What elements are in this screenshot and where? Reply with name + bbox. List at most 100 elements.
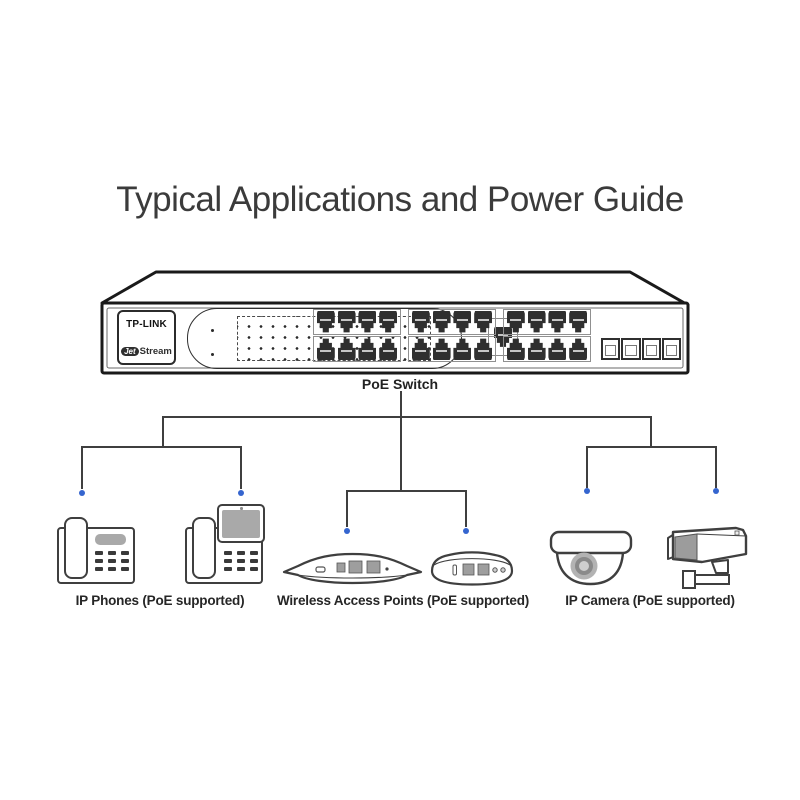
rj45-port [337, 311, 356, 333]
connector-line [81, 446, 83, 489]
poe-port-row [313, 309, 401, 335]
jetstream-prefix: Jet [121, 347, 139, 356]
poe-endpoint-dot [463, 528, 469, 534]
rj45-port [507, 338, 525, 360]
phone-key [121, 559, 129, 563]
sfp-cage [601, 338, 681, 360]
connector-line [346, 490, 467, 492]
rj45-port [506, 311, 525, 333]
rj45-port [338, 338, 356, 360]
phone-key [224, 551, 232, 555]
led-dot [211, 329, 214, 332]
rj45-port [316, 311, 335, 333]
rj45-port [528, 338, 546, 360]
rj45-port [432, 311, 451, 333]
phone-handset [192, 517, 216, 579]
group-label-wireless-aps: Wireless Access Points (PoE supported) [276, 593, 530, 608]
connector-line [240, 446, 242, 489]
phone-screen [217, 504, 265, 543]
connector-line [715, 446, 717, 488]
phone-keypad [224, 551, 258, 571]
phone-key [108, 567, 116, 571]
poe-switch-label: PoE Switch [361, 376, 439, 392]
sfp-port [661, 338, 681, 360]
connector-line [586, 446, 588, 488]
brand-text: TP-LINK [126, 319, 167, 330]
rj45-port [358, 338, 376, 360]
sfp-port [601, 338, 621, 360]
phone-key [250, 559, 258, 563]
jetstream-suffix: Stream [139, 346, 172, 357]
rj45-port [379, 311, 398, 333]
phone-key [224, 559, 232, 563]
connector-line [400, 391, 402, 417]
phone-key [250, 567, 258, 571]
bullet-camera [667, 526, 748, 589]
poe-endpoint-dot [344, 528, 350, 534]
poe-port-row [503, 309, 591, 335]
phone-key [121, 551, 129, 555]
wireless-ap-indoor [282, 552, 423, 585]
phone-key [121, 567, 129, 571]
rj45-port [412, 338, 430, 360]
rj45-port [569, 338, 587, 360]
phone-display [95, 534, 126, 545]
connector-line [162, 416, 164, 448]
poe-endpoint-dot [584, 488, 590, 494]
phone-key [237, 551, 245, 555]
connector-line [162, 416, 652, 418]
rj45-port [379, 338, 397, 360]
sfp-port [621, 338, 641, 360]
rj45-port [569, 311, 588, 333]
poe-port-row [408, 309, 496, 335]
phone-key [237, 559, 245, 563]
poe-port-group [503, 309, 591, 362]
rj45-port [548, 311, 567, 333]
connector-line [346, 490, 348, 527]
led-dot [211, 353, 214, 356]
ip-phone-basic [50, 505, 150, 595]
poe-endpoint-dot [79, 490, 85, 496]
connector-line [400, 416, 402, 492]
wireless-ap-compact [430, 551, 514, 586]
poe-port-row [503, 336, 591, 362]
phone-key [250, 551, 258, 555]
group-label-ip-phones: IP Phones (PoE supported) [75, 593, 245, 608]
connector-line [465, 490, 467, 527]
rj45-port [453, 338, 471, 360]
phone-handset [64, 517, 88, 579]
rj45-port [358, 311, 377, 333]
phone-key [237, 567, 245, 571]
connector-line [586, 446, 717, 448]
poe-endpoint-dot [713, 488, 719, 494]
rj45-port [453, 311, 472, 333]
phone-key [95, 567, 103, 571]
rj45-port [317, 338, 335, 360]
rj45-port [411, 311, 430, 333]
phone-camera-dot [240, 507, 243, 510]
dome-camera [549, 530, 633, 586]
poe-port-group [408, 309, 496, 362]
rj45-port [474, 338, 492, 360]
rj45-port [527, 311, 546, 333]
phone-screen-glass [222, 510, 260, 538]
phone-key [224, 567, 232, 571]
poe-port-row [408, 336, 496, 362]
phone-key [108, 551, 116, 555]
connector-line [81, 446, 242, 448]
poe-port-group [313, 309, 401, 362]
rj45-port [548, 338, 566, 360]
poe-port-row [313, 336, 401, 362]
ip-phone-screen [178, 498, 278, 593]
poe-endpoint-dot [238, 490, 244, 496]
phone-keypad [95, 551, 129, 571]
group-label-ip-cameras: IP Camera (PoE supported) [565, 593, 735, 608]
page-title: Typical Applications and Power Guide [116, 180, 684, 219]
phone-key [95, 559, 103, 563]
sfp-port [641, 338, 661, 360]
phone-key [108, 559, 116, 563]
